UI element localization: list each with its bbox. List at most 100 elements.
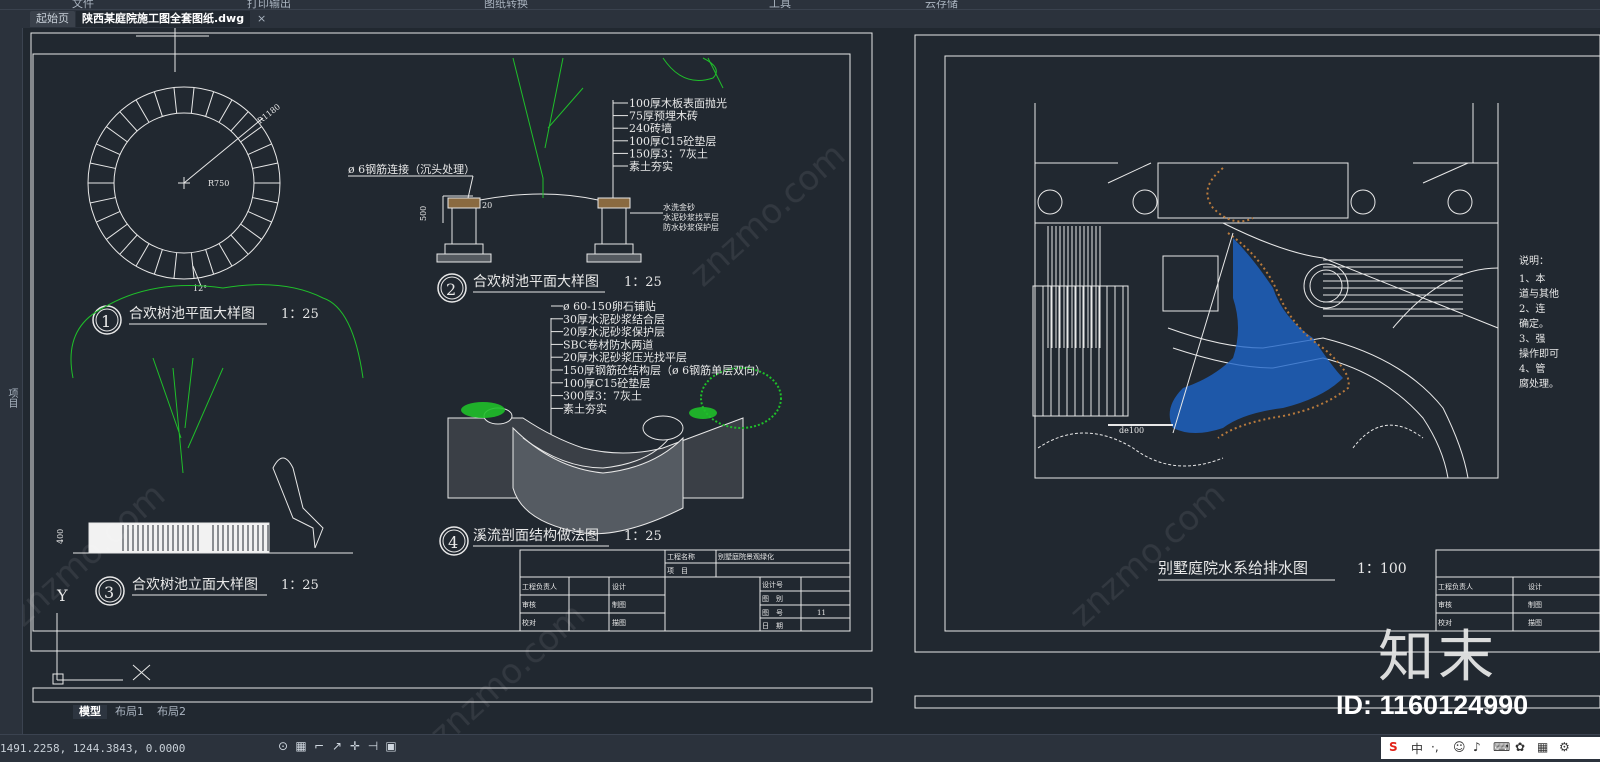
tab-layout2[interactable]: 布局2: [157, 705, 186, 718]
tab-model[interactable]: 模型: [73, 705, 107, 719]
lineweight-icon[interactable]: ▣: [385, 739, 397, 753]
ortho-icon[interactable]: ⌐: [313, 739, 325, 753]
sheet2-title: 别墅庭院水系给排水图: [1158, 559, 1308, 577]
menu-cloud[interactable]: 云存储: [925, 0, 958, 10]
osnap-icon[interactable]: ✛: [349, 739, 361, 753]
fig1-angle-mark: [192, 265, 202, 287]
menu-file[interactable]: 文件: [72, 0, 94, 10]
ime-settings-icon: ⚙: [1559, 740, 1570, 754]
sheet2-note-line: 3、强: [1519, 333, 1545, 345]
watermark-logo: 知末: [1378, 625, 1498, 690]
fig1-ring-segments: [88, 87, 280, 279]
ring-segment: [230, 111, 249, 132]
ring-segment: [190, 252, 195, 279]
svg-text:工程名称: 工程名称: [667, 552, 695, 561]
ring-segment: [96, 211, 121, 223]
ime-mic-icon: ♪: [1473, 740, 1481, 754]
fig2-layer-label: 素土夯实: [629, 159, 673, 173]
svg-text:znzmo.com: znzmo.com: [23, 475, 173, 635]
ring-segment: [247, 211, 272, 223]
menu-tools[interactable]: 工具: [769, 0, 791, 10]
svg-text:项 目: 项 目: [667, 567, 688, 575]
tab-start-page[interactable]: 起始页: [30, 11, 75, 27]
sheet2-notes-header: 说明：: [1519, 254, 1549, 267]
sheet1-titleblock-text: 工程名称 别墅庭院景观绿化 项 目 工程负责人 设计 设计号 审核 制图 图 别…: [522, 552, 826, 630]
ring-segment: [247, 143, 272, 155]
polar-icon[interactable]: ↗: [331, 739, 343, 753]
ime-keyboard-icon: ⌨: [1493, 740, 1511, 754]
ring-segment: [205, 249, 215, 275]
tab-layout1[interactable]: 布局1: [115, 705, 144, 718]
fig4-layer-label: 20厚水泥砂浆保护层: [563, 325, 665, 339]
fig1-radius-line: [183, 117, 264, 184]
svg-text:znzmo.com: znzmo.com: [1062, 475, 1233, 635]
svg-text:工程负责人: 工程负责人: [1438, 582, 1473, 591]
sheet2-note-line: 1、本: [1519, 272, 1545, 285]
sheet2-note-line: 腐处理。: [1519, 377, 1559, 390]
menu-print[interactable]: 打印输出: [247, 0, 291, 10]
ucs-y-label: Y: [56, 586, 68, 605]
fig4-layer-label: 30厚水泥砂浆结合层: [563, 312, 665, 326]
svg-text:描图: 描图: [612, 618, 626, 627]
ring-segment: [106, 126, 128, 143]
fig3-figure-person: [272, 457, 324, 549]
fig2-tree: [512, 57, 724, 198]
sheet2-titleblock: [1435, 549, 1600, 632]
ime-toolbar[interactable]: S 中 ·, ☺ ♪ ⌨ ✿ ▦ ⚙: [1381, 737, 1600, 759]
sheet2-note-line: 道与其他: [1519, 287, 1559, 300]
fig3-dim: 400: [56, 529, 65, 544]
left-panel-label[interactable]: 项目: [6, 388, 17, 408]
menu-convert[interactable]: 图纸转换: [484, 0, 528, 10]
ring-segment: [240, 126, 262, 143]
otrack-icon[interactable]: ⊣: [367, 739, 379, 753]
grid-icon[interactable]: ▦: [295, 739, 307, 753]
fig1-r2-label: R750: [208, 179, 229, 188]
sheet2-note-line: 确定。: [1519, 317, 1549, 330]
ring-segment: [173, 87, 178, 114]
ring-segment: [89, 197, 116, 204]
fig2-layer-label: 100厚C15砼垫层: [629, 134, 716, 148]
sheet-1: [30, 32, 873, 703]
ime-brand-icon: S: [1389, 740, 1398, 754]
fig4-stream-section: [447, 318, 744, 535]
ring-segment: [96, 143, 121, 155]
ring-segment: [190, 87, 195, 114]
svg-text:设计: 设计: [1528, 582, 1542, 591]
ring-segment: [218, 99, 233, 123]
ring-segment: [119, 234, 138, 255]
fig4-layer-label: 20厚水泥砂浆压光找平层: [563, 350, 687, 364]
drawing-canvas[interactable]: R1180 R750 12° 1 合欢树池平面大样图 1：25 100厚木板表面…: [23, 28, 1600, 734]
fig3-tree-canopy: [70, 284, 364, 379]
svg-text:审核: 审核: [1438, 600, 1452, 609]
ring-segment: [89, 162, 116, 169]
fig2-side-note: 水洗金砂: [663, 202, 695, 212]
status-bar: 1491.2258, 1244.3843, 0.0000 ⊙ ▦ ⌐ ↗ ✛ ⊣…: [0, 734, 1600, 762]
close-tab-icon[interactable]: ×: [257, 12, 267, 25]
fig2-dim-500: 500: [419, 206, 428, 221]
fig3-scale: 1：25: [281, 578, 319, 593]
fig2-title: 2 合欢树池平面大样图 1：25: [437, 273, 662, 303]
diagonal-watermarks: znzmo.com znzmo.com znzmo.com znzmo.com: [23, 135, 1233, 734]
sheet2-note-line: 4、管: [1519, 362, 1545, 375]
snap-icon[interactable]: ⊙: [277, 739, 289, 753]
ime-lang: 中: [1411, 742, 1424, 756]
fig2-layer-list: 100厚木板表面抛光75厚预埋木砖240砖墙100厚C15砼垫层150厚3：7灰…: [613, 96, 727, 173]
ucs-icon: [52, 613, 151, 685]
ring-segment: [135, 243, 150, 267]
fig4-title: 4 溪流剖面结构做法图 1：25: [439, 526, 662, 556]
svg-text:设计: 设计: [612, 582, 626, 591]
fig2-layer-label: 240砖墙: [629, 121, 672, 135]
left-panel: 项目: [0, 28, 23, 734]
ring-segment: [230, 234, 249, 255]
sheet1-outer-border: [30, 32, 873, 652]
svg-text:制图: 制图: [1528, 600, 1542, 609]
sheet2-note-line: 2、连: [1519, 302, 1545, 315]
sheet1-lower-border: [32, 687, 873, 703]
sheet2-water-feature: [1108, 167, 1350, 439]
ring-segment: [153, 91, 163, 117]
ring-segment: [205, 91, 215, 117]
svg-text:审核: 审核: [522, 600, 536, 609]
tab-drawing[interactable]: 陕西某庭院施工图全套图纸.dwg: [76, 11, 251, 27]
